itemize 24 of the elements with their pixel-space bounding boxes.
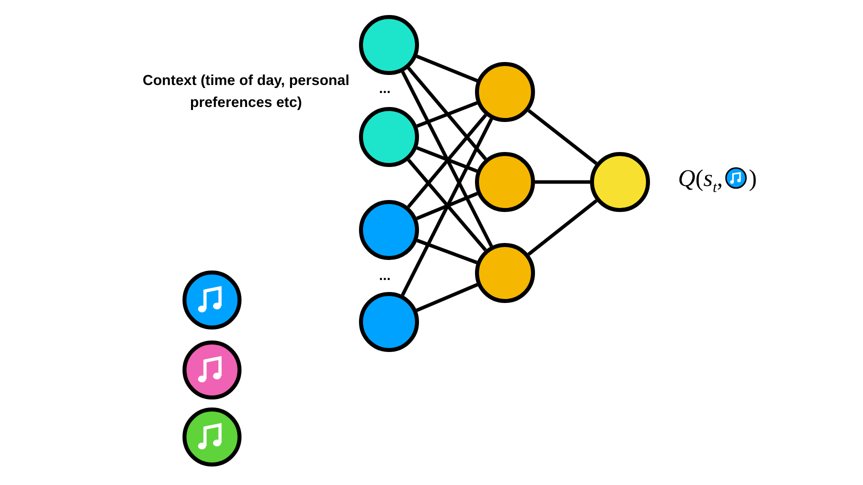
ellipsis-text: ... [379, 267, 391, 283]
neuron-circle [359, 200, 419, 260]
connector-line [416, 54, 478, 82]
neuron-circle [475, 152, 535, 212]
connector-line [400, 118, 494, 296]
connector-line [406, 114, 488, 208]
connector-line [528, 109, 598, 165]
connector-line [527, 199, 598, 256]
connector-line [416, 101, 478, 128]
neuron-circle [359, 107, 419, 167]
connector-line [416, 238, 478, 264]
context-note: Context (time of day, personal preferences etc) [142, 72, 350, 113]
connector-line [407, 158, 487, 252]
ellipsis-text: ... [379, 80, 391, 96]
neuron-circle [475, 62, 535, 122]
connector-line [407, 66, 487, 160]
q-value-text: Q(s$_{t}$, [678, 166, 723, 192]
connector-line [401, 70, 493, 248]
q-value-text: ) [748, 166, 757, 192]
connector-line [416, 146, 478, 173]
connector-line [416, 192, 478, 220]
connector-line [535, 180, 590, 184]
neuron-circle [475, 243, 535, 303]
connector-line [416, 283, 478, 312]
